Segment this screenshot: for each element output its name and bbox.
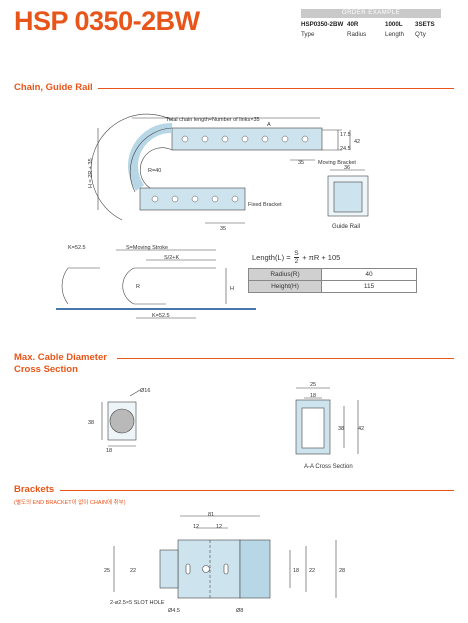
total-length-label: Total chain length=Number of links×35 — [166, 117, 260, 123]
fixed-bracket-label: Fixed Bracket — [248, 202, 282, 208]
chain-drawing: Total chain length=Number of links×35 A … — [88, 113, 360, 232]
moving-bracket-label: Moving Bracket — [318, 160, 356, 166]
order-example-label: ORDER EXAMPLE — [301, 9, 441, 18]
r-label: R — [136, 284, 140, 290]
brackets-drawing: 81 12 12 25 22 18 22 28 2-ø2.5×5 SLOT HO… — [104, 512, 345, 614]
dim-81: 81 — [208, 512, 214, 518]
dim-35-bottom: 35 — [220, 226, 226, 232]
dim-22-bracket-right: 22 — [309, 568, 315, 574]
table-cell: 40 — [321, 268, 417, 281]
dim-24-5: 24.5 — [340, 146, 351, 152]
guide-rail-label: Guide Rail — [332, 224, 360, 230]
k-left-label: K=52.5 — [68, 245, 86, 251]
order-value-type: HSP0350-2BW — [301, 21, 344, 28]
section-chain-title: Chain, Guide Rail — [14, 82, 93, 93]
dim-42-chain: 42 — [354, 139, 360, 145]
brackets-note: (별도의 END BRACKET이 없이 CHAIN에 취부) — [14, 500, 126, 506]
dim-25-aa: 25 — [310, 382, 316, 388]
dim-18-aa: 18 — [310, 393, 316, 399]
dim-38-cable: 38 — [88, 420, 94, 426]
dim-18-cable: 18 — [106, 448, 112, 454]
order-key-radius: Radius — [347, 31, 367, 38]
h-label: H — [230, 286, 234, 292]
section-cable-title-line2: Cross Section — [14, 364, 78, 375]
table-row: Height(H) 115 — [248, 280, 417, 293]
height-formula-label: H = 2R + 35 — [88, 158, 94, 188]
order-value-qty: 3SETS — [415, 21, 435, 28]
dim-a-label: A — [267, 122, 271, 128]
section-brackets-title: Brackets — [14, 484, 55, 495]
aa-section-label: A-A Cross Section — [304, 464, 353, 470]
order-key-type: Type — [301, 31, 315, 38]
phi-8: Ø8 — [236, 608, 243, 614]
formula-rhs: + πR + 105 — [302, 253, 341, 262]
dim-36: 36 — [344, 165, 350, 171]
order-value-length: 1000L — [385, 21, 403, 28]
table-cell: Height(H) — [248, 280, 322, 293]
section-chain-rule — [98, 88, 454, 89]
dim-18-bracket: 18 — [293, 568, 299, 574]
cable-diameter-drawing: Ø16 38 18 — [88, 388, 150, 454]
dim-17-5: 17.5 — [340, 132, 351, 138]
table-cell: 115 — [321, 280, 417, 293]
aa-cross-section-drawing: 25 18 38 42 A-A Cross Section — [295, 382, 364, 470]
moving-stroke-label: S=Moving Stroke — [126, 245, 168, 251]
table-cell: Radius(R) — [248, 268, 322, 281]
order-value-radius: 40R — [347, 21, 359, 28]
dim-42-aa: 42 — [358, 426, 364, 432]
page-title: HSP 0350-2BW — [14, 6, 200, 36]
order-example-keys: Type Radius Length Q'ty — [301, 31, 441, 38]
order-example-values: HSP0350-2BW 40R 1000L 3SETS — [301, 21, 441, 28]
dim-22-bracket-left: 22 — [130, 568, 136, 574]
dim-38-aa: 38 — [338, 426, 344, 432]
phi-16: Ø16 — [140, 388, 150, 394]
stroke-diagram: K=52.5 S=Moving Stroke S/2+K R H K=52.5 — [56, 245, 256, 319]
formula-denominator: 2 — [293, 257, 300, 265]
phi-4-5: Ø4.5 — [168, 608, 180, 614]
dim-35-top: 35 — [298, 160, 304, 166]
dim-28-bracket: 28 — [339, 568, 345, 574]
radius-label: R=40 — [148, 168, 161, 174]
spec-table: Radius(R) 40 Height(H) 115 — [248, 268, 417, 293]
table-row: Radius(R) 40 — [248, 268, 417, 281]
slot-hole-label: 2-ø2.5×5 SLOT HOLE — [110, 600, 165, 606]
s2k-label: S/2+K — [164, 255, 179, 261]
order-key-length: Length — [385, 31, 404, 38]
formula-lhs: Length(L) = — [252, 253, 291, 262]
dim-12-left: 12 — [193, 524, 199, 530]
k-bottom-label: K=52.5 — [152, 313, 170, 319]
section-brackets-rule — [60, 490, 454, 491]
guide-rail-drawing: 36 Guide Rail — [327, 165, 369, 230]
order-example: ORDER EXAMPLE HSP0350-2BW 40R 1000L 3SET… — [301, 9, 441, 38]
order-key-qty: Q'ty — [415, 31, 426, 38]
formula-fraction: S 2 — [293, 250, 300, 265]
section-cable-title-line1: Max. Cable Diameter — [14, 352, 107, 363]
formula-numerator: S — [294, 250, 299, 257]
dim-12-right: 12 — [216, 524, 222, 530]
length-formula: Length(L) = S 2 + πR + 105 — [252, 250, 340, 265]
section-cable-title: Max. Cable Diameter Cross Section — [14, 352, 107, 376]
section-cable-rule — [117, 358, 454, 359]
dim-25-bracket: 25 — [104, 568, 110, 574]
